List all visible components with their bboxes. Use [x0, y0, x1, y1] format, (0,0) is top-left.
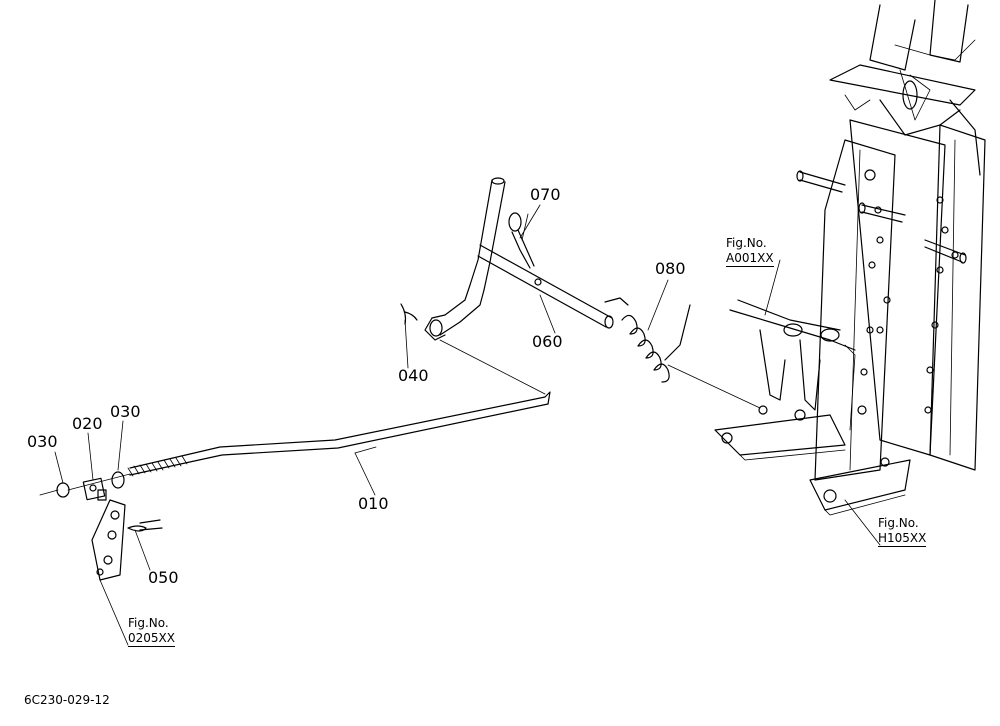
figref-a001xx-code: A001XX: [726, 251, 774, 267]
spring-080: [604, 297, 761, 409]
label-030-right: 030: [110, 402, 141, 421]
figref-0205xx-code: 0205XX: [128, 631, 175, 647]
label-020: 020: [72, 414, 103, 433]
split-pin-070: [508, 212, 535, 269]
frame-assembly: [714, 0, 986, 516]
split-pin-040: [400, 303, 418, 325]
figref-0205xx: Fig.No. 0205XX: [128, 616, 175, 647]
label-070: 070: [530, 185, 561, 204]
label-060: 060: [532, 332, 563, 351]
figref-a001xx-title: Fig.No.: [726, 236, 767, 250]
label-010: 010: [358, 494, 389, 513]
label-030-left: 030: [27, 432, 58, 451]
label-080: 080: [655, 259, 686, 278]
figref-a001xx: Fig.No. A001XX: [726, 236, 774, 267]
figref-0205xx-title: Fig.No.: [128, 616, 169, 630]
leader-lines: [54, 204, 881, 646]
label-050: 050: [148, 568, 179, 587]
figref-h105xx-code: H105XX: [878, 531, 927, 547]
figref-h105xx-title: Fig.No.: [878, 516, 919, 530]
drawing-code: 6C230-029-12: [24, 693, 110, 707]
figref-h105xx: Fig.No. H105XX: [878, 516, 927, 547]
label-040: 040: [398, 366, 429, 385]
rod-010: [127, 339, 551, 477]
clevis-and-nuts: [39, 471, 131, 501]
bracket-plate: [91, 499, 163, 581]
pedal-shaft-060: [424, 177, 614, 341]
